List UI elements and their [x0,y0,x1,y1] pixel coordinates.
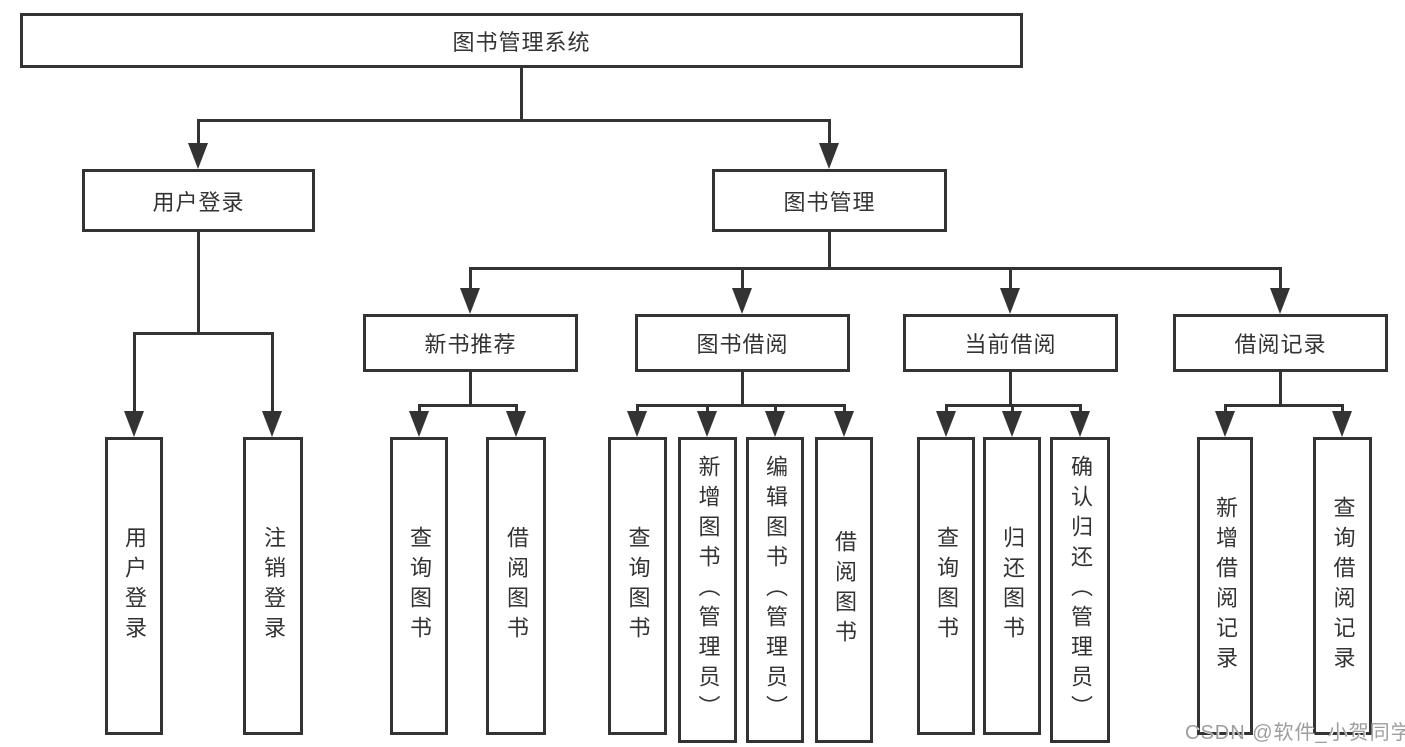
node-label: 借阅图书 [504,526,529,646]
node-book-management: 图书管理 [712,169,947,232]
leaf-borrow-books-recommend: 借阅图书 [486,437,546,735]
connector-line [197,232,200,335]
node-label: 新书推荐 [424,332,517,357]
node-label: 用户登录 [152,189,245,215]
node-library-system: 图书管理系统 [20,13,1023,68]
node-label: 新增图书（管理员） [695,455,721,725]
node-book-borrowing: 图书借阅 [635,314,850,372]
node-label: 图书借阅 [696,332,789,357]
node-label: 借阅图书 [832,530,857,650]
leaf-add-book-admin: 新增图书（管理员） [678,437,737,743]
connector-line [706,404,709,416]
arrow-down-icon [188,143,208,169]
arrow-down-icon [124,411,144,437]
connector-line [945,404,948,416]
node-label: 查询图书 [407,526,432,646]
arrow-down-icon [409,411,429,437]
connector-line [1279,372,1282,407]
arrow-down-icon [262,411,282,437]
arrow-down-icon [732,288,752,314]
node-label: 编辑图书（管理员） [763,455,788,725]
node-label: 查询借阅记录 [1330,496,1356,676]
node-current-borrowing: 当前借阅 [903,314,1118,372]
node-label: 图书管理系统 [452,29,591,55]
connector-line [1224,404,1227,416]
arrow-down-icon [1070,411,1090,437]
connector-line [271,332,274,414]
leaf-query-books-current: 查询图书 [917,437,975,735]
arrow-down-icon [1332,411,1352,437]
connector-line [828,119,831,148]
arrow-down-icon [1215,411,1235,437]
node-user-login: 用户登录 [82,169,315,232]
arrow-down-icon [460,288,480,314]
arrow-down-icon [697,411,717,437]
node-label: 借阅记录 [1234,332,1327,357]
connector-line [520,68,523,122]
node-label: 图书管理 [783,189,876,215]
connector-line [469,267,1282,270]
leaf-add-borrow-record: 新增借阅记录 [1197,437,1253,735]
connector-line [515,404,518,416]
connector-line [774,404,777,416]
connector-line [1011,404,1014,416]
leaf-return-book: 归还图书 [983,437,1041,735]
arrow-down-icon [506,411,526,437]
arrow-down-icon [1002,411,1022,437]
leaf-edit-book-admin: 编辑图书（管理员） [746,437,804,743]
node-label: 查询图书 [625,526,651,646]
connector-line [1224,404,1343,407]
leaf-query-books-borrowing: 查询图书 [608,437,667,735]
connector-line [1009,267,1012,291]
leaf-confirm-return-admin: 确认归还（管理员） [1050,437,1110,743]
leaf-logout: 注销登录 [243,437,303,735]
connector-line [636,404,845,407]
node-label: 用户登录 [122,526,147,646]
connector-line [133,332,136,414]
arrow-down-icon [1270,288,1290,314]
connector-line [843,404,846,416]
connector-line [1079,404,1082,416]
connector-line [418,404,518,407]
connector-line [1341,404,1344,416]
node-label: 注销登录 [261,526,286,646]
arrow-down-icon [819,143,839,169]
node-label: 归还图书 [1000,526,1025,646]
connector-line [828,232,831,270]
connector-line [197,119,831,122]
leaf-query-books-recommend: 查询图书 [390,437,448,735]
node-borrowing-records: 借阅记录 [1173,314,1388,372]
arrow-down-icon [834,411,854,437]
arrow-down-icon [627,411,647,437]
leaf-borrow-books-borrowing: 借阅图书 [815,437,873,743]
connector-line [469,267,472,291]
arrow-down-icon [1000,288,1020,314]
connector-line [133,332,274,335]
connector-line [469,372,472,407]
node-label: 新增借阅记录 [1213,496,1238,676]
leaf-query-borrow-record: 查询借阅记录 [1313,437,1372,735]
connector-line [1279,267,1282,291]
node-label: 当前借阅 [964,332,1057,357]
connector-line [636,404,639,416]
connector-line [741,372,744,407]
arrow-down-icon [936,411,956,437]
connector-line [418,404,421,416]
node-new-book-recommend: 新书推荐 [363,314,578,372]
node-label: 确认归还（管理员） [1068,455,1093,725]
connector-line [197,119,200,148]
node-label: 查询图书 [934,526,959,646]
csdn-watermark: CSDN @软件_小贺同学 [1185,722,1405,744]
connector-line [1009,372,1012,407]
arrow-down-icon [765,411,785,437]
connector-line [741,267,744,291]
leaf-user-login: 用户登录 [105,437,163,735]
